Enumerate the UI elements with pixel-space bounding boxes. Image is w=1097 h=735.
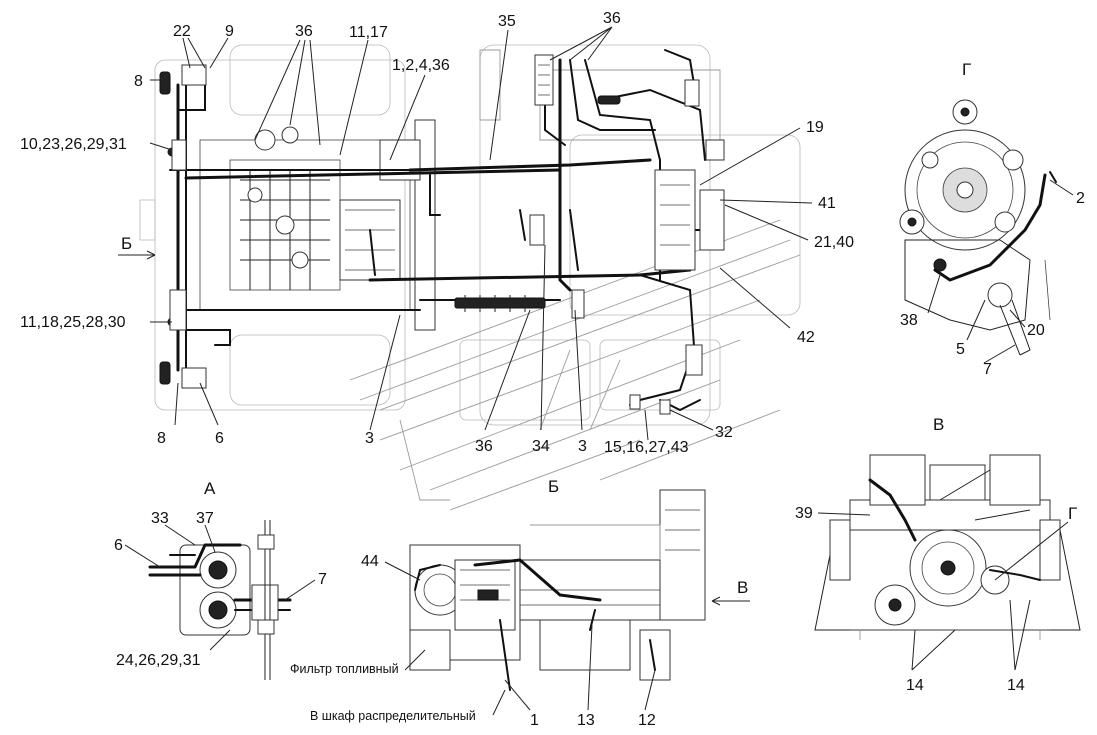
callout-labels: Б В 22 9 8 36 11,17 1,2,4,36 35 36 10,23… bbox=[20, 10, 1085, 729]
view-b-title: Б bbox=[548, 477, 559, 496]
view-g: Г bbox=[899, 60, 1057, 356]
callout-36-top: 36 bbox=[295, 23, 313, 40]
view-v-title: В bbox=[933, 415, 944, 434]
view-b: Б bbox=[409, 477, 750, 691]
note-distribution-cabinet: В шкаф распределительный bbox=[310, 709, 476, 723]
callout-32: 32 bbox=[715, 424, 733, 441]
callout-14-a: 14 bbox=[906, 677, 924, 694]
callout-21-40: 21,40 bbox=[814, 234, 854, 251]
callout-6-a: 6 bbox=[114, 537, 123, 554]
callout-36-bottom: 36 bbox=[475, 438, 493, 455]
callout-39: 39 bbox=[795, 505, 813, 522]
view-v-arrow-label: В bbox=[737, 578, 748, 597]
callout-10-23-26-29-31: 10,23,26,29,31 bbox=[20, 136, 127, 153]
note-fuel-filter: Фильтр топливный bbox=[290, 662, 399, 676]
view-g-pointer-label: Г bbox=[1068, 504, 1077, 523]
callout-7-a: 7 bbox=[318, 571, 327, 588]
callout-13: 13 bbox=[577, 712, 595, 729]
callout-19: 19 bbox=[806, 119, 824, 136]
callout-9: 9 bbox=[225, 23, 234, 40]
callout-1-b: 1 bbox=[530, 712, 539, 729]
view-b-arrow-label: Б bbox=[121, 234, 132, 253]
callout-3-mid: 3 bbox=[578, 438, 587, 455]
central-harness bbox=[368, 49, 725, 415]
callout-37: 37 bbox=[196, 510, 214, 527]
callout-12: 12 bbox=[638, 712, 656, 729]
callout-22: 22 bbox=[173, 23, 191, 40]
callout-2: 2 bbox=[1076, 190, 1085, 207]
callout-14-b: 14 bbox=[1007, 677, 1025, 694]
callout-11-17: 11,17 bbox=[349, 24, 388, 41]
engine-block bbox=[199, 119, 436, 331]
callout-24-26-29-31: 24,26,29,31 bbox=[116, 652, 201, 669]
view-a: А bbox=[148, 479, 292, 680]
leader-lines bbox=[118, 26, 1074, 716]
callout-11-18-25-28-30: 11,18,25,28,30 bbox=[20, 314, 126, 331]
callout-33: 33 bbox=[151, 510, 169, 527]
callout-42: 42 bbox=[797, 329, 815, 346]
callout-34: 34 bbox=[532, 438, 550, 455]
callout-36-right: 36 bbox=[603, 10, 621, 27]
callout-38: 38 bbox=[900, 312, 918, 329]
callout-20: 20 bbox=[1027, 322, 1045, 339]
callout-44: 44 bbox=[361, 553, 379, 570]
callout-8-top: 8 bbox=[134, 73, 143, 90]
callout-41: 41 bbox=[818, 195, 836, 212]
callout-1-2-4-36: 1,2,4,36 bbox=[392, 57, 450, 74]
view-v: В bbox=[814, 415, 1081, 640]
callout-5: 5 bbox=[956, 341, 965, 358]
view-a-title: А bbox=[204, 479, 216, 498]
view-g-title: Г bbox=[962, 60, 971, 79]
callout-15-16-27-43: 15,16,27,43 bbox=[604, 439, 689, 456]
callout-35: 35 bbox=[498, 13, 516, 30]
callout-7-g: 7 bbox=[983, 361, 992, 378]
callout-6-bottom: 6 bbox=[215, 430, 224, 447]
callout-8-bottom: 8 bbox=[157, 430, 166, 447]
callout-3-left: 3 bbox=[365, 430, 374, 447]
main-top-view bbox=[139, 44, 801, 511]
